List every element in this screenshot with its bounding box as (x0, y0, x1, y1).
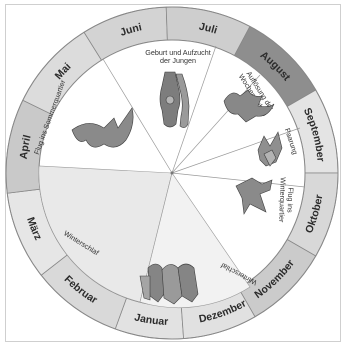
phase-to-winter-label: Flug ins (286, 187, 296, 213)
phase-to-winter-label-2: Winterquartier (277, 177, 288, 223)
mating-bats-icon (257, 131, 283, 167)
month-label-april: April (18, 134, 34, 160)
flying-bat-summer-icon (71, 107, 134, 148)
flying-bat-icon (223, 89, 275, 123)
outer-ring-border (5, 6, 339, 340)
phase-birth-label: Geburt und Aufzucht (145, 48, 211, 57)
flying-bat-winter-icon (235, 177, 273, 215)
month-label-juli: Juli (198, 21, 219, 37)
center-point (170, 171, 174, 175)
phase-birth-label-2: der Jungen (160, 56, 196, 65)
hanging-bats-icon (159, 71, 190, 128)
month-label-januar: Januar (133, 311, 168, 328)
hibernating-bats-icon (139, 263, 199, 305)
winter-sector (38, 165, 173, 303)
